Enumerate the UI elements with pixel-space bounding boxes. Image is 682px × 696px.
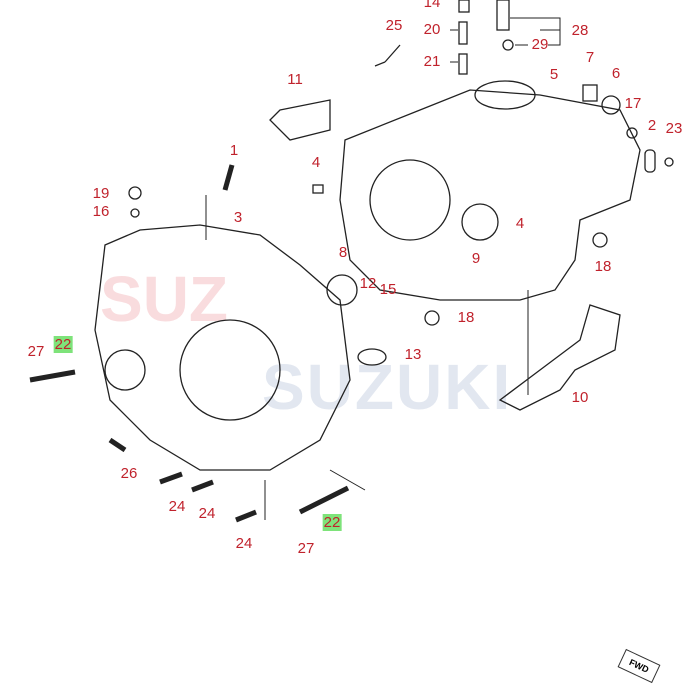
callout-13: 13 bbox=[404, 346, 422, 363]
highlight-22b: 22 bbox=[322, 514, 342, 531]
callout-15: 15 bbox=[379, 281, 397, 298]
rear-housing-bore bbox=[369, 159, 451, 241]
callout-14: 14 bbox=[423, 0, 441, 11]
clutch-housing-bore bbox=[179, 319, 281, 421]
callout-5: 5 bbox=[549, 66, 559, 83]
callout-23: 23 bbox=[665, 120, 682, 137]
callout-3: 3 bbox=[233, 209, 243, 226]
highlight-22a: 22 bbox=[53, 336, 73, 353]
clutch-housing bbox=[94, 224, 351, 471]
bracket-11 bbox=[269, 99, 331, 141]
callout-16: 16 bbox=[92, 203, 110, 220]
rear-housing bbox=[339, 89, 641, 301]
callout-10: 10 bbox=[571, 389, 589, 406]
callout-22b: 22 bbox=[322, 514, 342, 531]
callout-17: 17 bbox=[624, 95, 642, 112]
callout-1: 1 bbox=[229, 142, 239, 159]
callout-7: 7 bbox=[585, 49, 595, 66]
callout-4: 4 bbox=[311, 154, 321, 171]
callout-12: 12 bbox=[359, 275, 377, 292]
callout-29: 29 bbox=[531, 36, 549, 53]
callout-21: 21 bbox=[423, 53, 441, 70]
callout-22a: 22 bbox=[53, 336, 73, 353]
callout-24c: 24 bbox=[235, 535, 253, 552]
watermark-text: SUZUKI bbox=[262, 351, 513, 423]
callout-8: 8 bbox=[338, 244, 348, 261]
callout-28: 28 bbox=[571, 22, 589, 39]
callout-25: 25 bbox=[385, 17, 403, 34]
callout-18b: 18 bbox=[457, 309, 475, 326]
callout-27a: 27 bbox=[27, 343, 45, 360]
watermark-logo-left: SUZ bbox=[100, 263, 228, 335]
bracket-10 bbox=[498, 304, 621, 411]
callout-27b: 27 bbox=[297, 540, 315, 557]
callout-20: 20 bbox=[423, 21, 441, 38]
callout-24b: 24 bbox=[198, 505, 216, 522]
callout-18a: 18 bbox=[594, 258, 612, 275]
callout-6: 6 bbox=[611, 65, 621, 82]
callout-26: 26 bbox=[120, 465, 138, 482]
callout-19: 19 bbox=[92, 185, 110, 202]
callout-4b: 4 bbox=[515, 215, 525, 232]
callout-9: 9 bbox=[471, 250, 481, 267]
callout-24a: 24 bbox=[168, 498, 186, 515]
callout-11: 11 bbox=[287, 71, 303, 88]
callout-2: 2 bbox=[647, 117, 657, 134]
